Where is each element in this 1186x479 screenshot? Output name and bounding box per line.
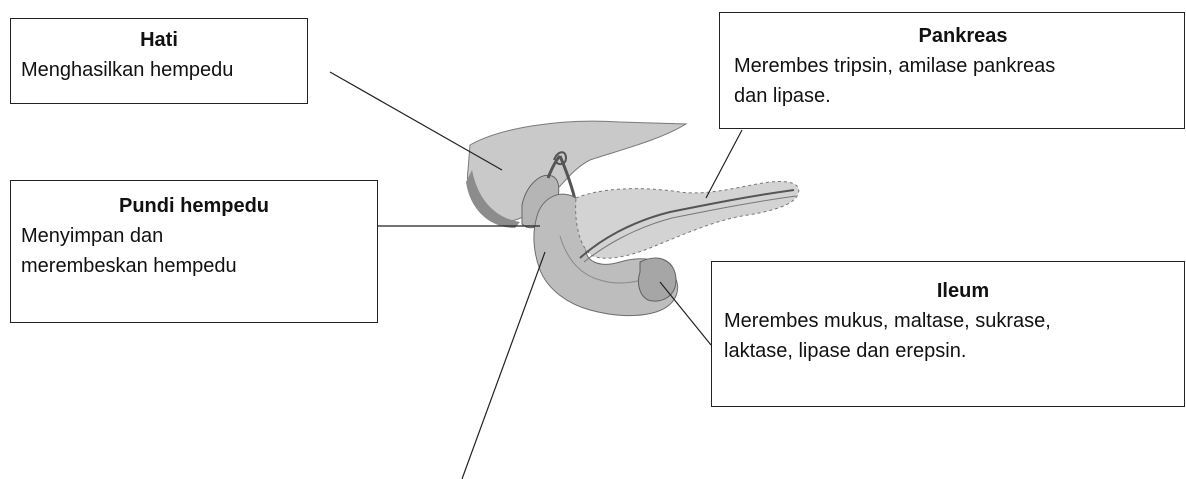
label-title-ileum: Ileum (724, 276, 1172, 306)
label-title-hati: Hati (21, 25, 297, 55)
label-box-pankreas: Pankreas Merembes tripsin, amilase pankr… (719, 12, 1185, 129)
pointer-bottom (462, 252, 545, 479)
label-desc-ileum-line2: laktase, lipase dan erepsin. (724, 336, 1172, 366)
label-desc-hati: Menghasilkan hempedu (21, 55, 297, 85)
label-title-pankreas: Pankreas (734, 21, 1172, 51)
label-box-hati: Hati Menghasilkan hempedu (10, 18, 308, 104)
label-desc-pankreas-line2: dan lipase. (734, 81, 1172, 111)
label-box-ileum: Ileum Merembes mukus, maltase, sukrase, … (711, 261, 1185, 407)
label-desc-ileum-line1: Merembes mukus, maltase, sukrase, (724, 306, 1172, 336)
pancreas-shape (576, 182, 799, 259)
label-title-pundi-hempedu: Pundi hempedu (21, 191, 367, 221)
label-desc-pankreas-line1: Merembes tripsin, amilase pankreas (734, 51, 1172, 81)
label-desc-pundi-line2: merembeskan hempedu (21, 251, 367, 281)
pointer-hati (330, 72, 502, 170)
pointer-ileum (660, 282, 711, 345)
label-box-pundi-hempedu: Pundi hempedu Menyimpan dan merembeskan … (10, 180, 378, 323)
label-desc-pundi-line1: Menyimpan dan (21, 221, 367, 251)
